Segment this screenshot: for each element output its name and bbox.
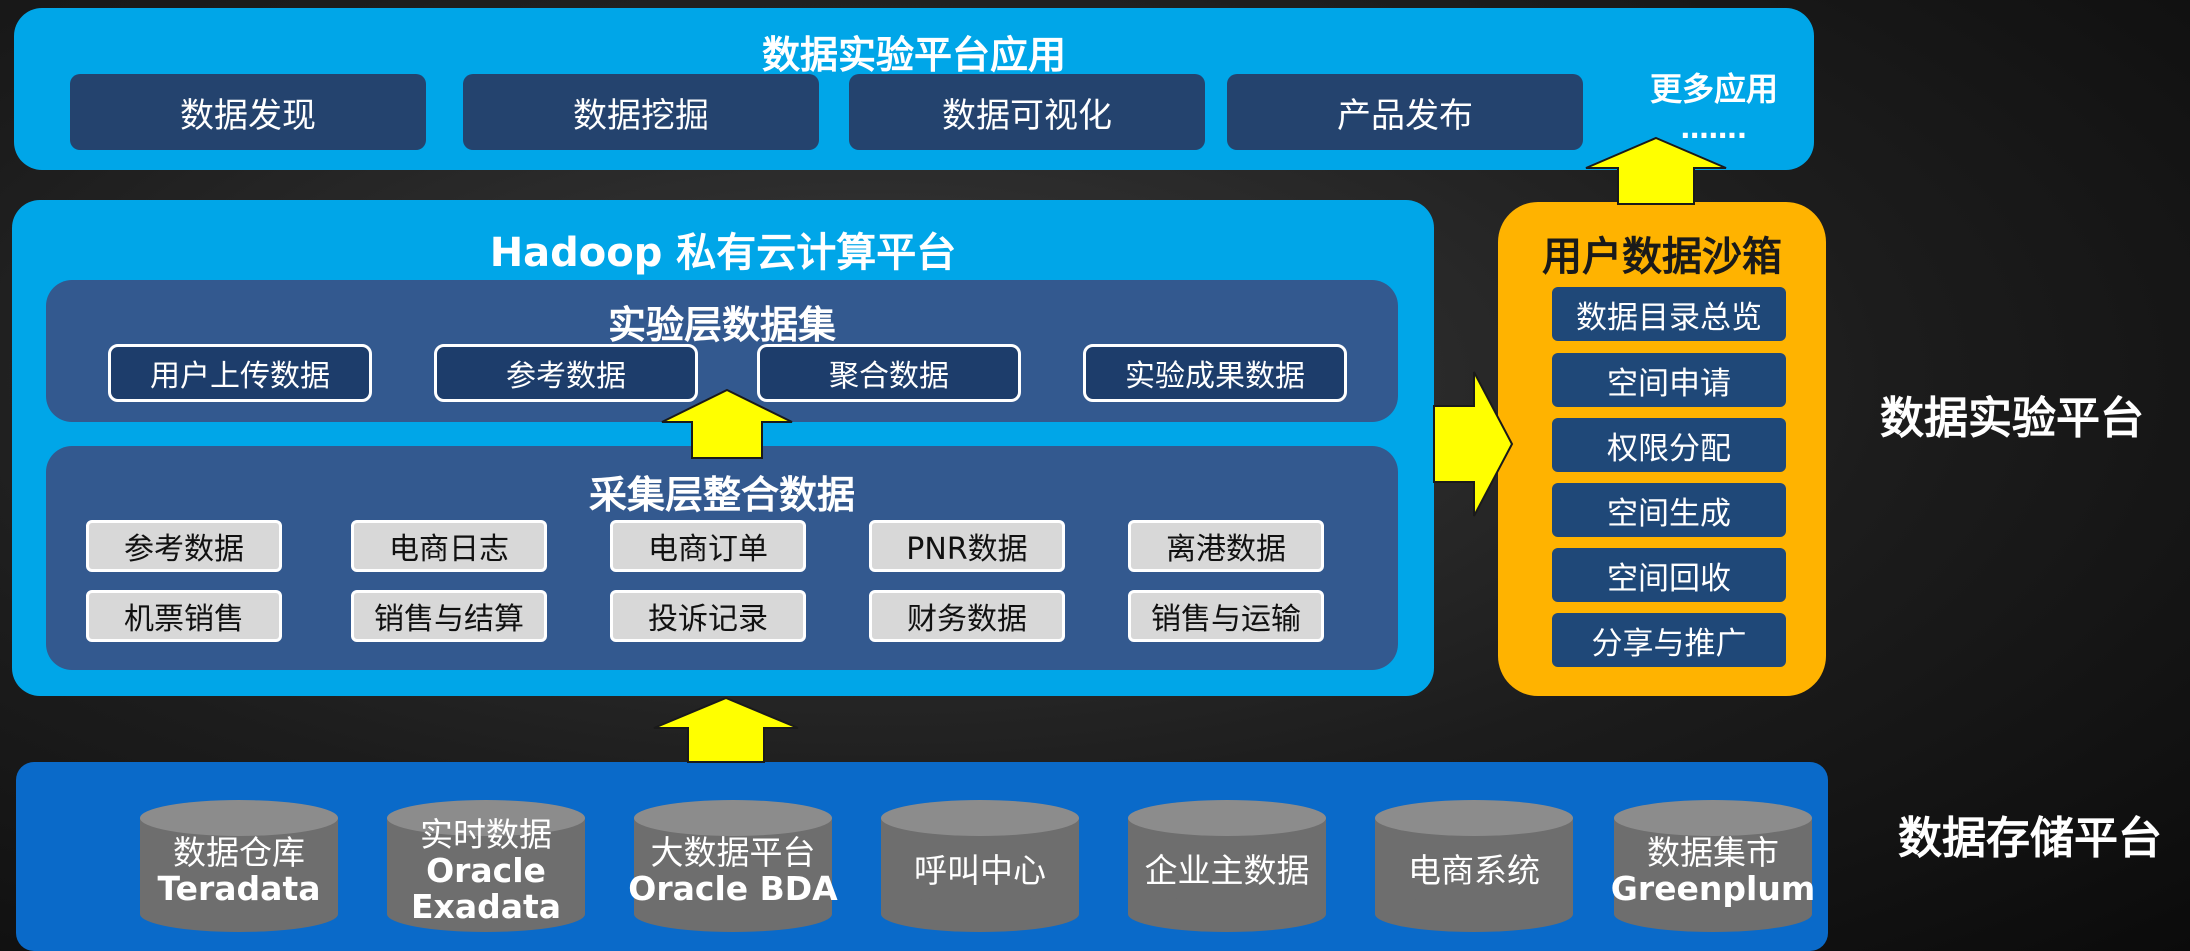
exp-results-data: 实验成果数据 — [1083, 344, 1347, 402]
col-pnr-data: PNR数据 — [869, 520, 1065, 572]
storage-exadata-line3: Exadata — [410, 887, 562, 927]
sandbox-share-promote: 分享与推广 — [1552, 613, 1786, 667]
storage-ecommerce-system: 电商系统 — [1375, 800, 1573, 932]
col-ecommerce-log: 电商日志 — [351, 520, 547, 572]
app-data-mining: 数据挖掘 — [463, 74, 819, 150]
col-departure-data: 离港数据 — [1128, 520, 1324, 572]
experiment-layer-title: 实验层数据集 — [607, 303, 836, 347]
storage-teradata-line2: Teradata — [157, 869, 321, 908]
storage-master-data: 企业主数据 — [1128, 800, 1326, 932]
arrow-right-to-sandbox — [1433, 371, 1514, 517]
sandbox-space-generate: 空间生成 — [1552, 483, 1786, 537]
more-apps-dots: ……. — [1680, 112, 1748, 145]
storage-exadata-line2: Oracle — [426, 850, 546, 890]
col-ecommerce-order: 电商订单 — [610, 520, 806, 572]
application-panel: 数据实验平台应用 数据发现 数据挖掘 数据可视化 产品发布 更多应用 ……. — [14, 8, 1814, 170]
arrow-up-to-more-apps — [1585, 136, 1727, 205]
application-panel-title: 数据实验平台应用 — [761, 33, 1066, 77]
storage-greenplum-line1: 数据集市 — [1647, 832, 1779, 872]
storage-oracle-bda: 大数据平台 Oracle BDA — [628, 800, 838, 932]
exp-user-upload-data: 用户上传数据 — [108, 344, 372, 402]
col-complaint-records: 投诉记录 — [610, 590, 806, 642]
storage-greenplum-line2: Greenplum — [1610, 869, 1816, 908]
storage-call-center-line1: 呼叫中心 — [914, 850, 1046, 890]
storage-teradata-line1: 数据仓库 — [173, 832, 305, 872]
col-sales-transport: 销售与运输 — [1128, 590, 1324, 642]
sandbox-catalog-overview: 数据目录总览 — [1552, 287, 1786, 341]
storage-exadata-line1: 实时数据 — [420, 814, 552, 854]
storage-oracle-bda-line1: 大数据平台 — [650, 832, 816, 872]
sandbox-title: 用户数据沙箱 — [1542, 234, 1782, 280]
storage-call-center: 呼叫中心 — [881, 800, 1079, 932]
exp-reference-data: 参考数据 — [434, 344, 698, 402]
storage-teradata: 数据仓库 Teradata — [140, 800, 338, 932]
storage-platform-panel: 数据仓库 Teradata 实时数据 Oracle Exadata 大数据平台 … — [16, 762, 1828, 951]
storage-platform-label: 数据存储平台 — [1898, 813, 2162, 864]
experiment-platform-label: 数据实验平台 — [1880, 393, 2144, 444]
storage-ecommerce-system-line1: 电商系统 — [1408, 850, 1540, 890]
sandbox-space-reclaim: 空间回收 — [1552, 548, 1786, 602]
app-data-discovery: 数据发现 — [70, 74, 426, 150]
app-data-visualization: 数据可视化 — [849, 74, 1205, 150]
collection-layer-panel: 采集层整合数据 参考数据 电商日志 电商订单 PNR数据 离港数据 机票销售 销… — [46, 446, 1398, 670]
collection-layer-title: 采集层整合数据 — [588, 473, 855, 517]
storage-exadata: 实时数据 Oracle Exadata — [387, 800, 585, 932]
more-apps-label: 更多应用 — [1649, 70, 1778, 108]
sandbox-space-request: 空间申请 — [1552, 353, 1786, 407]
arrow-up-to-experiment-layer — [661, 388, 793, 459]
storage-master-data-line1: 企业主数据 — [1144, 850, 1310, 890]
col-reference-data: 参考数据 — [86, 520, 282, 572]
storage-oracle-bda-line2: Oracle BDA — [628, 869, 838, 908]
exp-aggregated-data: 聚合数据 — [757, 344, 1021, 402]
col-financial-data: 财务数据 — [869, 590, 1065, 642]
arrow-up-from-storage — [653, 696, 799, 763]
app-product-release: 产品发布 — [1227, 74, 1583, 150]
user-data-sandbox-panel: 用户数据沙箱 数据目录总览 空间申请 权限分配 空间生成 空间回收 分享与推广 — [1498, 202, 1826, 696]
hadoop-panel-title: Hadoop 私有云计算平台 — [489, 230, 957, 276]
col-sales-settlement: 销售与结算 — [351, 590, 547, 642]
sandbox-permission-assign: 权限分配 — [1552, 418, 1786, 472]
storage-greenplum: 数据集市 Greenplum — [1610, 800, 1816, 932]
col-ticket-sales: 机票销售 — [86, 590, 282, 642]
experiment-layer-panel: 实验层数据集 用户上传数据 参考数据 聚合数据 实验成果数据 — [46, 280, 1398, 422]
